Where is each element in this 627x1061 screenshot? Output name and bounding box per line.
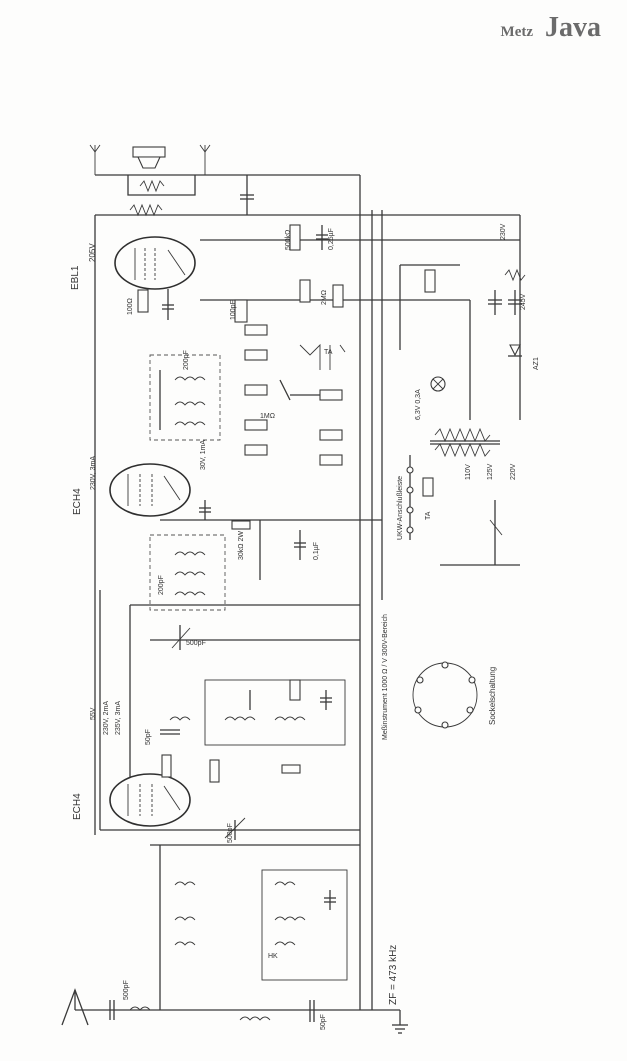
voltage-230: 230V xyxy=(500,223,507,240)
c-01uf-label: 0,1µF xyxy=(313,542,320,560)
c-500pf-label-a: 500pF xyxy=(186,640,206,647)
cathode-resistor xyxy=(137,289,149,313)
lamp-label: 6,3V 0,3A xyxy=(415,389,422,420)
brand-label: Metz xyxy=(500,24,533,40)
voltage-55: 55V xyxy=(90,707,97,720)
ukw-strip-label: UKW-Anschlußleiste xyxy=(397,476,404,540)
voltage-30-1ma: 30V, 1mA xyxy=(200,440,207,470)
voltage-220: 220V xyxy=(510,463,517,480)
tube-label-ech4-lower: ECH4 xyxy=(72,793,83,820)
voice-coil-resistor xyxy=(139,179,165,193)
meter-note: Meßinstrument 1000 Ω / V 300V-Bereich xyxy=(382,614,389,740)
voltage-125: 125V xyxy=(487,463,494,480)
antenna-ground: 500pF 50pF xyxy=(61,980,408,1034)
bus-lines xyxy=(94,174,521,1011)
c-50pf-label: 50pF xyxy=(145,729,152,745)
tube-ebl1: EBL1 205V 100Ω xyxy=(70,236,196,320)
volume-resistor xyxy=(234,299,248,323)
if-frequency-label: ZF = 473 kHz xyxy=(388,945,399,1005)
socket-diagram: Sockelschaltung Meßinstrument 1000 Ω / V… xyxy=(382,614,497,740)
input-coils: HK 500pF ZF = 473 kHz xyxy=(174,817,399,1005)
voltage-230-2ma: 230V, 2mA xyxy=(103,701,110,735)
r-30k-label: 30kΩ 2W xyxy=(238,531,245,560)
tube-ech4-lower: ECH4 55V 230V, 2mA 235V, 3mA 50pF xyxy=(72,701,220,827)
voltage-230-3ma: 230V, 3mA xyxy=(90,456,97,490)
power-supply: 230V 245V AZ1 6,3V 0,3A 110V 1 xyxy=(397,223,540,566)
fuse-label: TA xyxy=(425,511,432,520)
tube-ech4-upper: ECH4 230V, 3mA 30V, 1mA 30kΩ 2W 0,1µF xyxy=(72,440,320,560)
tube-label-ebl1: EBL1 xyxy=(70,265,81,290)
speaker-icon xyxy=(132,146,166,158)
hk-label: HK xyxy=(268,953,278,960)
c-200pf-label-a: 200pF xyxy=(183,350,190,370)
c-500pf-label-c: 500pF xyxy=(123,980,130,1000)
r-cathode-label: 100Ω xyxy=(127,298,134,315)
r-2m-label: 2MΩ xyxy=(321,290,328,305)
tube-label-ech4-upper: ECH4 xyxy=(72,488,83,515)
title-block: Metz Java xyxy=(501,12,601,44)
voltage-235-3ma: 235V, 3mA xyxy=(115,701,122,735)
r-1m-label: 1MΩ xyxy=(260,413,275,420)
voltage-245: 245V xyxy=(520,293,527,310)
r-500k-label: 500kΩ xyxy=(285,230,292,250)
c-100pf-label: 100pF xyxy=(230,300,237,320)
ta-label: TA xyxy=(324,349,333,356)
c-500pf-label-b: 500pF xyxy=(227,823,234,843)
audio-network: 500kΩ 0,25µF 2MΩ 100pF 1MΩ TA xyxy=(230,224,346,466)
voltage-205: 205V xyxy=(88,243,97,262)
c-025uf-label: 0,25µF xyxy=(328,228,335,250)
speaker-section xyxy=(89,144,254,217)
if-transformer-2: 200pF xyxy=(149,534,226,611)
if-transformer-1: 200pF xyxy=(149,350,221,441)
socket-label: Sockelschaltung xyxy=(488,667,497,725)
model-label: Java xyxy=(545,12,601,43)
voltage-110: 110V xyxy=(465,464,472,480)
fuse-icon xyxy=(422,477,434,497)
c-200pf-label-b: 200pF xyxy=(158,575,165,595)
c-50pf-label-b: 50pF xyxy=(320,1014,327,1030)
rectifier-label: AZ1 xyxy=(533,357,540,370)
oscillator-coils: 500pF xyxy=(169,625,346,774)
output-transformer xyxy=(129,203,163,217)
